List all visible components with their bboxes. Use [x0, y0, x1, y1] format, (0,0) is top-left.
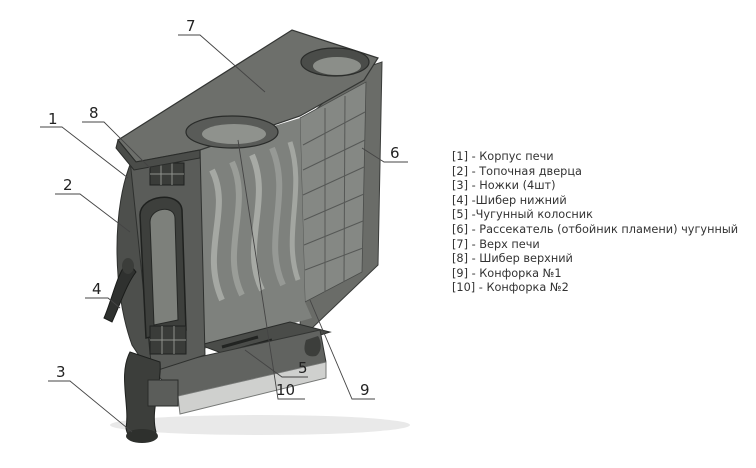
legend-item-7: [7] - Верх печи	[452, 237, 540, 251]
leader-3	[48, 380, 133, 433]
callout-4: 4	[92, 280, 102, 298]
leader-8	[82, 121, 151, 169]
damper-handle	[103, 261, 137, 323]
leader-9	[309, 299, 375, 400]
callout-1: 1	[48, 110, 58, 128]
fire-door-glass	[149, 208, 179, 326]
lower-damper-grid	[149, 325, 187, 355]
leader-5	[244, 349, 308, 378]
stove-leg-foot	[126, 429, 158, 443]
floor-shadow	[110, 415, 410, 435]
parts-legend: [1] - Корпус печи [2] - Топочная дверца …	[452, 150, 738, 296]
stove-leg-back	[304, 336, 321, 357]
callout-3: 3	[56, 363, 66, 381]
leader-4	[85, 297, 121, 309]
legend-item-3: [3] - Ножки (4шт)	[452, 179, 556, 193]
leader-1	[40, 126, 129, 179]
legend-item-4: [4] -Шибер нижний	[452, 193, 567, 207]
leader-6	[361, 147, 408, 163]
leader-10	[237, 139, 305, 400]
callout-8: 8	[89, 104, 99, 122]
legend-item-5: [5] -Чугунный колосник	[452, 208, 593, 222]
hotplate-1-inner	[313, 57, 361, 75]
stove-illustration	[103, 29, 410, 443]
legend-item-8: [8] - Шибер верхний	[452, 252, 573, 266]
legend-item-9: [9] - Конфорка №1	[452, 266, 562, 280]
leader-7	[178, 34, 266, 93]
hotplate-2-inner	[202, 124, 266, 144]
flame-deflector-waves	[209, 141, 301, 302]
legend-item-6: [6] - Рассекатель (отбойник пламени) чуг…	[452, 222, 739, 236]
callout-numbers: 1 2 3 4 5 6 7 8 9 10	[48, 17, 400, 399]
legend-item-10: [10] - Конфорка №2	[452, 281, 569, 295]
callout-7: 7	[186, 17, 196, 35]
legend-item-1: [1] - Корпус печи	[452, 150, 554, 163]
callout-9: 9	[360, 381, 370, 399]
callout-2: 2	[63, 176, 73, 194]
legend-item-2: [2] - Топочная дверца	[452, 164, 582, 178]
stove-top-edge	[115, 138, 201, 171]
leader-2	[55, 193, 131, 233]
callout-6: 6	[390, 144, 400, 162]
damper-knob	[122, 258, 134, 274]
leader-lines	[40, 34, 408, 433]
stove-back-wall	[299, 81, 367, 303]
back-wall-bricks	[302, 95, 366, 292]
leg-panel	[147, 379, 179, 407]
callout-10: 10	[276, 381, 295, 399]
callout-5: 5	[298, 359, 308, 377]
